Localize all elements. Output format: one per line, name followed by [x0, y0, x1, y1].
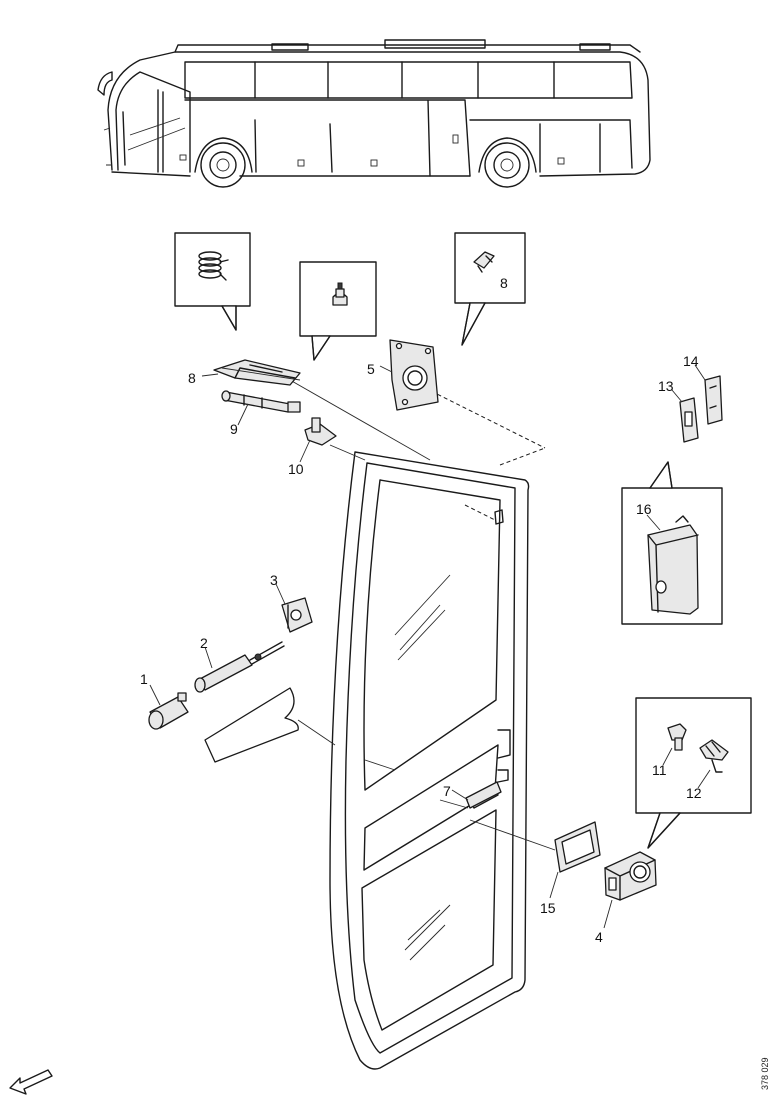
spring-part	[198, 251, 229, 281]
detail-box-fasteners	[635, 697, 752, 849]
lock-part-4	[604, 851, 657, 901]
screw-part	[332, 282, 348, 306]
detail-box-sensor-16	[621, 461, 723, 625]
detail-box-bracket-6	[454, 232, 526, 346]
actuator-part-1	[148, 692, 189, 730]
callout-14: 14	[683, 353, 699, 369]
detail-box-spring	[174, 232, 251, 331]
forward-arrow-icon	[9, 1069, 53, 1095]
callout-7: 7	[443, 783, 451, 799]
callout-3: 3	[270, 572, 278, 588]
bracket-6-part	[473, 251, 495, 273]
frame-part-15	[554, 821, 601, 873]
bracket-part-10	[304, 417, 337, 446]
clip-12-part	[699, 739, 729, 773]
callout-13: 13	[658, 378, 674, 394]
callout-9: 9	[230, 421, 238, 437]
reference-code: 378 029	[760, 1057, 770, 1090]
latch-part-13	[679, 397, 699, 443]
callout-5: 5	[367, 361, 375, 377]
callout-8-detail: 8	[500, 275, 508, 291]
callout-16: 16	[636, 501, 652, 517]
callout-2: 2	[200, 635, 208, 651]
callout-8: 8	[188, 370, 196, 386]
fastener-11-part	[667, 723, 687, 751]
detail-box-screw	[299, 261, 377, 361]
callout-4: 4	[595, 929, 603, 945]
cylinder-part-9	[221, 390, 301, 413]
leader-lines	[289, 379, 556, 851]
callout-11: 11	[652, 762, 667, 778]
damper-part-2	[194, 641, 285, 693]
callout-10: 10	[288, 461, 304, 477]
sensor-16-part	[647, 515, 699, 615]
handle-part-7	[465, 781, 502, 809]
plate-part-5	[389, 339, 439, 411]
bracket-part-3	[281, 597, 313, 633]
callout-15: 15	[540, 900, 556, 916]
callout-12: 12	[686, 785, 702, 801]
door-frame	[329, 451, 530, 1070]
callout-1: 1	[140, 671, 148, 687]
hinge-part-8	[213, 359, 301, 386]
latch-part-14	[704, 375, 723, 425]
panel-part-1	[204, 687, 299, 763]
bus-illustration	[97, 39, 651, 188]
callout-leaders	[149, 364, 711, 929]
